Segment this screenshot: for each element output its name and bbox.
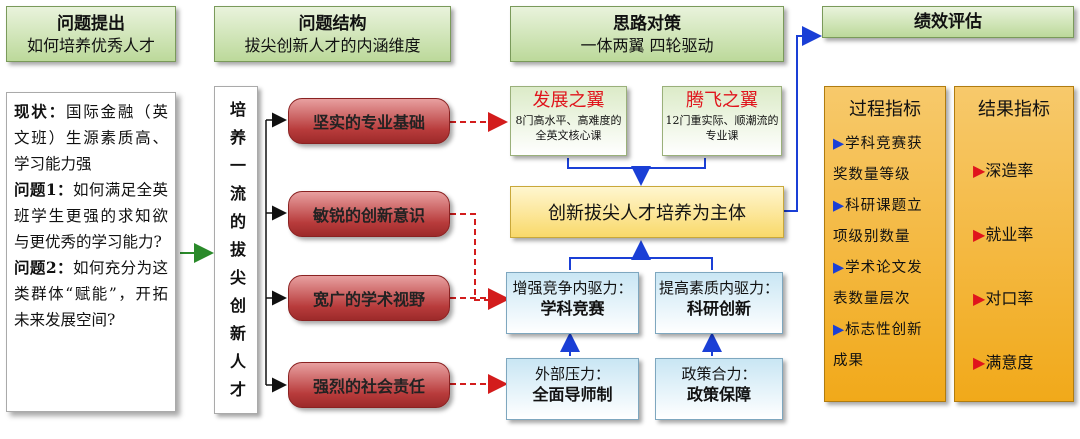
result-indicator-item: ▶满意度 (973, 353, 1034, 372)
result-indicator-item: ▶深造率 (973, 161, 1034, 180)
header-evaluation: 绩效评估 (822, 6, 1074, 38)
status-text: 国际金融（英文班）生源素质高、学习能力强 (14, 103, 168, 173)
header-evaluation-title: 绩效评估 (914, 12, 982, 32)
question-1-text: 如何满足全英班学生更强的求知欲与更优秀的学习能力? (14, 181, 168, 251)
process-indicator-item: ▶标志性创新成果 (833, 322, 923, 369)
wing-development-desc: 8门高水平、高难度的全英文核心课 (515, 114, 622, 142)
triangle-bullet-icon: ▶ (833, 198, 846, 214)
result-indicators-title: 结果指标 (978, 99, 1050, 120)
process-indicator-item: ▶科研课题立项级别数量 (833, 198, 923, 245)
driver-mentor-line2: 全面导师制 (532, 385, 613, 404)
header-problem-title: 问题提出 (57, 14, 125, 34)
core-body: 创新拔尖人才培养为主体 (510, 186, 784, 238)
question-2-label: 问题2： (14, 258, 73, 277)
process-indicators: 过程指标 ▶学科竞赛获奖数量等级 ▶科研课题立项级别数量 ▶学术论文发表数量层次… (824, 86, 946, 402)
triangle-bullet-icon: ▶ (973, 353, 986, 372)
arrow-drivers-to-core (569, 257, 713, 270)
status-label: 现状： (14, 102, 66, 121)
header-problem: 问题提出 如何培养优秀人才 (6, 6, 176, 62)
process-indicator-item: ▶学科竞赛获奖数量等级 (833, 136, 923, 183)
driver-research-line1: 提高素质内驱力： (658, 279, 779, 297)
driver-policy: 政策合力： 政策保障 (655, 358, 783, 420)
result-indicators: 结果指标 ▶深造率 ▶就业率 ▶对口率 ▶满意度 (954, 86, 1074, 402)
result-indicators-list: ▶深造率 ▶就业率 ▶对口率 ▶满意度 (955, 121, 1073, 395)
driver-competition-line1: 增强竞争内驱力： (512, 279, 633, 297)
driver-competition-line2: 学科竞赛 (540, 299, 605, 318)
process-indicator-item: ▶学术论文发表数量层次 (833, 260, 923, 307)
header-structure: 问题结构 拔尖创新人才的内涵维度 (214, 6, 451, 62)
triangle-bullet-icon: ▶ (833, 260, 846, 276)
header-problem-subtitle: 如何培养优秀人才 (26, 36, 155, 55)
problem-panel: 现状：国际金融（英文班）生源素质高、学习能力强 问题1：如何满足全英班学生更强的… (6, 92, 176, 412)
result-indicator-item: ▶对口率 (973, 289, 1034, 308)
triangle-bullet-icon: ▶ (833, 322, 846, 338)
dimension-4: 强烈的社会责任 (288, 362, 450, 408)
dash-dim2-to-drivers (450, 213, 508, 310)
driver-competition: 增强竞争内驱力： 学科竞赛 (506, 272, 639, 334)
arrow-core-to-eval (784, 26, 822, 212)
triangle-bullet-icon: ▶ (973, 161, 986, 180)
goal-bar-text: 培养一流的拔尖创新人才 (227, 101, 246, 409)
process-indicators-list: ▶学科竞赛获奖数量等级 ▶科研课题立项级别数量 ▶学术论文发表数量层次 ▶标志性… (825, 121, 945, 377)
header-structure-title: 问题结构 (298, 14, 367, 34)
arrow-wings-to-core (567, 158, 706, 169)
process-indicators-title: 过程指标 (849, 99, 921, 120)
result-indicator-item: ▶就业率 (973, 225, 1034, 244)
wing-soaring-desc: 12门重实际、顺潮流的专业课 (665, 114, 779, 142)
dimension-1: 坚实的专业基础 (288, 98, 450, 144)
wing-soaring-title: 腾飞之翼 (686, 90, 758, 111)
dimension-2: 敏锐的创新意识 (288, 191, 450, 237)
driver-research-line2: 科研创新 (686, 299, 751, 318)
wing-development: 发展之翼 8门高水平、高难度的全英文核心课 (510, 86, 627, 156)
wing-development-title: 发展之翼 (532, 90, 605, 111)
dimension-3: 宽广的学术视野 (288, 275, 450, 321)
triangle-bullet-icon: ▶ (833, 136, 846, 152)
goal-bar: 培养一流的拔尖创新人才 (214, 86, 258, 414)
driver-policy-line1: 政策合力： (681, 365, 757, 383)
triangle-bullet-icon: ▶ (973, 289, 986, 308)
header-strategy-subtitle: 一体两翼 四轮驱动 (580, 36, 714, 55)
driver-policy-line2: 政策保障 (686, 385, 751, 404)
driver-mentor: 外部压力： 全面导师制 (506, 358, 639, 420)
question-1-label: 问题1： (14, 180, 73, 199)
header-structure-subtitle: 拔尖创新人才的内涵维度 (244, 36, 421, 55)
wing-soaring: 腾飞之翼 12门重实际、顺潮流的专业课 (662, 86, 782, 156)
driver-research: 提高素质内驱力： 科研创新 (655, 272, 783, 334)
driver-mentor-line1: 外部压力： (534, 365, 610, 383)
header-strategy-title: 思路对策 (613, 14, 681, 34)
triangle-bullet-icon: ▶ (973, 225, 986, 244)
question-2-text: 如何充分为这类群体“赋能”，开拓未来发展空间? (14, 259, 168, 329)
header-strategy: 思路对策 一体两翼 四轮驱动 (510, 6, 784, 62)
